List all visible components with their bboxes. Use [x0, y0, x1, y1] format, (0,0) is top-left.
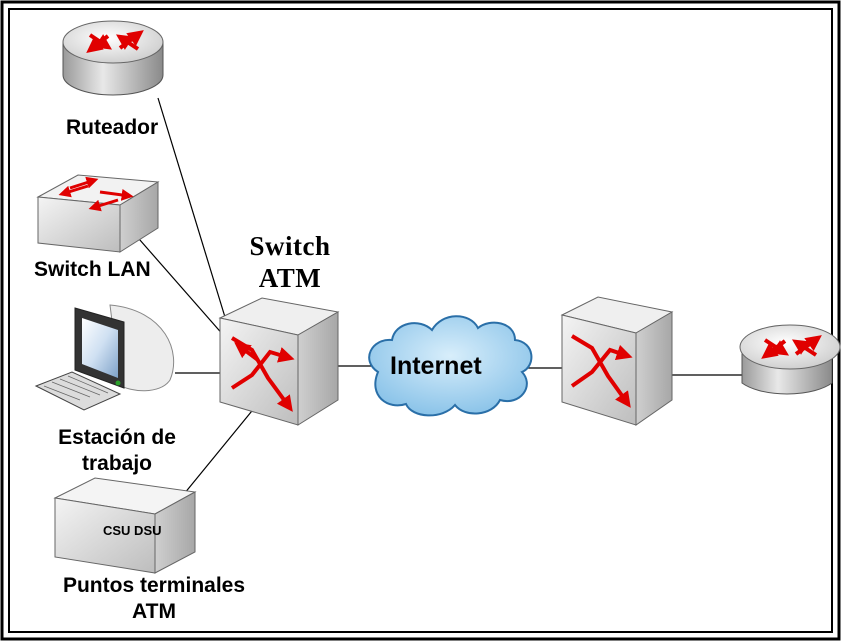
cloud-icon [368, 315, 533, 417]
router-icon-2 [739, 324, 841, 395]
switch-atm-label-line2: ATM [258, 263, 322, 293]
lan-switch-icon [36, 174, 160, 253]
link-router-atm [157, 97, 233, 341]
workstation-icon [34, 304, 175, 411]
atm-switch-icon-2 [560, 296, 674, 426]
endpoints-label-line1: Puntos terminales [62, 574, 246, 597]
atm-switch-icon [218, 297, 340, 426]
csu-dsu-icon [53, 477, 197, 574]
endpoints-label-line2: ATM [132, 600, 176, 623]
switch-lan-label: Switch LAN [34, 258, 151, 281]
workstation-label-line2: trabajo [81, 452, 152, 475]
workstation-label: Estación de trabajo [32, 425, 202, 477]
internet-label: Internet [390, 352, 482, 380]
connections [117, 97, 742, 506]
router-label: Ruteador [66, 116, 159, 139]
switch-atm-label-line1: Switch [249, 231, 331, 261]
router-icon [62, 20, 164, 96]
csu-dsu-label: CSU DSU [103, 523, 162, 538]
switch-atm-label: Switch ATM [230, 230, 350, 294]
link-csu-atm [174, 394, 266, 506]
workstation-label-line1: Estación de [58, 426, 176, 449]
endpoints-label: Puntos terminales ATM [34, 573, 274, 625]
inner-border [8, 8, 833, 633]
